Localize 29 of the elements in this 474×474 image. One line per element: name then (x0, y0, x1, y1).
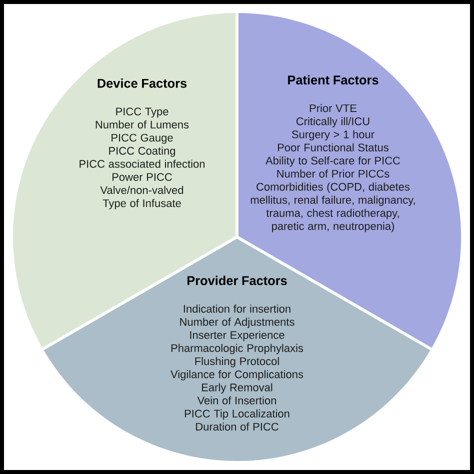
list-item: Duration of PICC (196, 422, 278, 431)
list-item: Number of Adjustments (180, 318, 294, 328)
list-item: PICC Type (116, 108, 168, 118)
list-item: Prior VTE (310, 104, 356, 112)
list-item: PICC Coating (109, 146, 176, 157)
list-item: Number of Prior PICCs (277, 170, 390, 178)
list-item: Number of Lumens (96, 120, 189, 128)
list-item: PICC Gauge (112, 134, 173, 144)
list-item: Type of Infusate (102, 199, 181, 210)
list-item: Vigilance for Complications (170, 370, 304, 380)
heading: Device Factors (98, 78, 187, 88)
list-item: Early Removal (202, 383, 272, 394)
list-item: Ability to Self-care for PICC (266, 156, 400, 167)
list-item: Flushing Protocol (195, 357, 279, 368)
list-item: Surgery > 1 hour (292, 130, 374, 140)
list-item: Critically ill/ICU (296, 117, 370, 128)
list-item: Valve/non-valved (100, 186, 184, 194)
list-item: Vein of Insertion (197, 396, 276, 404)
heading: Patient Factors (288, 75, 378, 85)
list-item: Poor Functional Status (278, 143, 388, 152)
list-item: Pharmacologic Prophylaxis (171, 344, 304, 354)
list-item: Power PICC (112, 173, 172, 181)
pie-sector (43, 237, 431, 462)
list-item: PICC associated infection (80, 160, 205, 168)
list-item: Indication for insertion (184, 304, 290, 313)
list-item: PICC Tip Localization (184, 409, 290, 420)
heading: Provider Factors (187, 276, 287, 286)
list-item: Comorbidities (COPD, diabetes mellitus, renal failure, malignancy, trauma, chest radiotherapy, paretic arm, neutropenia) (250, 182, 415, 232)
list-item: Inserter Experience (190, 330, 284, 342)
